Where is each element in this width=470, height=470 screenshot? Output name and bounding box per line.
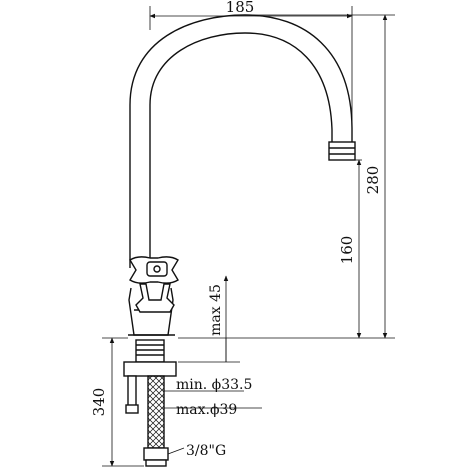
braided-hose [147, 375, 165, 449]
dim-340-label: 340 [90, 388, 108, 417]
dim-160-label: 160 [338, 236, 356, 265]
mounting-hardware [123, 339, 177, 467]
hole-max-label: max.ϕ39 [176, 402, 237, 418]
mounting-stud [127, 375, 137, 409]
leader-thread [167, 447, 185, 455]
handle-cap [146, 261, 168, 277]
spout-inner-line [149, 32, 333, 268]
cross-handle [129, 256, 179, 313]
stud-bolt [125, 404, 139, 414]
spout-outer-line [129, 14, 353, 268]
hole-min-label: min. ϕ33.5 [176, 377, 252, 393]
mounting-nut [123, 361, 177, 377]
dim-max45-label: max 45 [208, 284, 224, 336]
dim-185-label: 185 [226, 0, 255, 16]
dimension-lines [102, 6, 395, 467]
thread-label: 3/8"G [186, 443, 226, 459]
aerator [328, 141, 356, 161]
hose-connector [143, 447, 169, 461]
threaded-shank [135, 339, 165, 363]
dim-280-label: 280 [364, 166, 382, 195]
faucet-outline [128, 14, 356, 336]
